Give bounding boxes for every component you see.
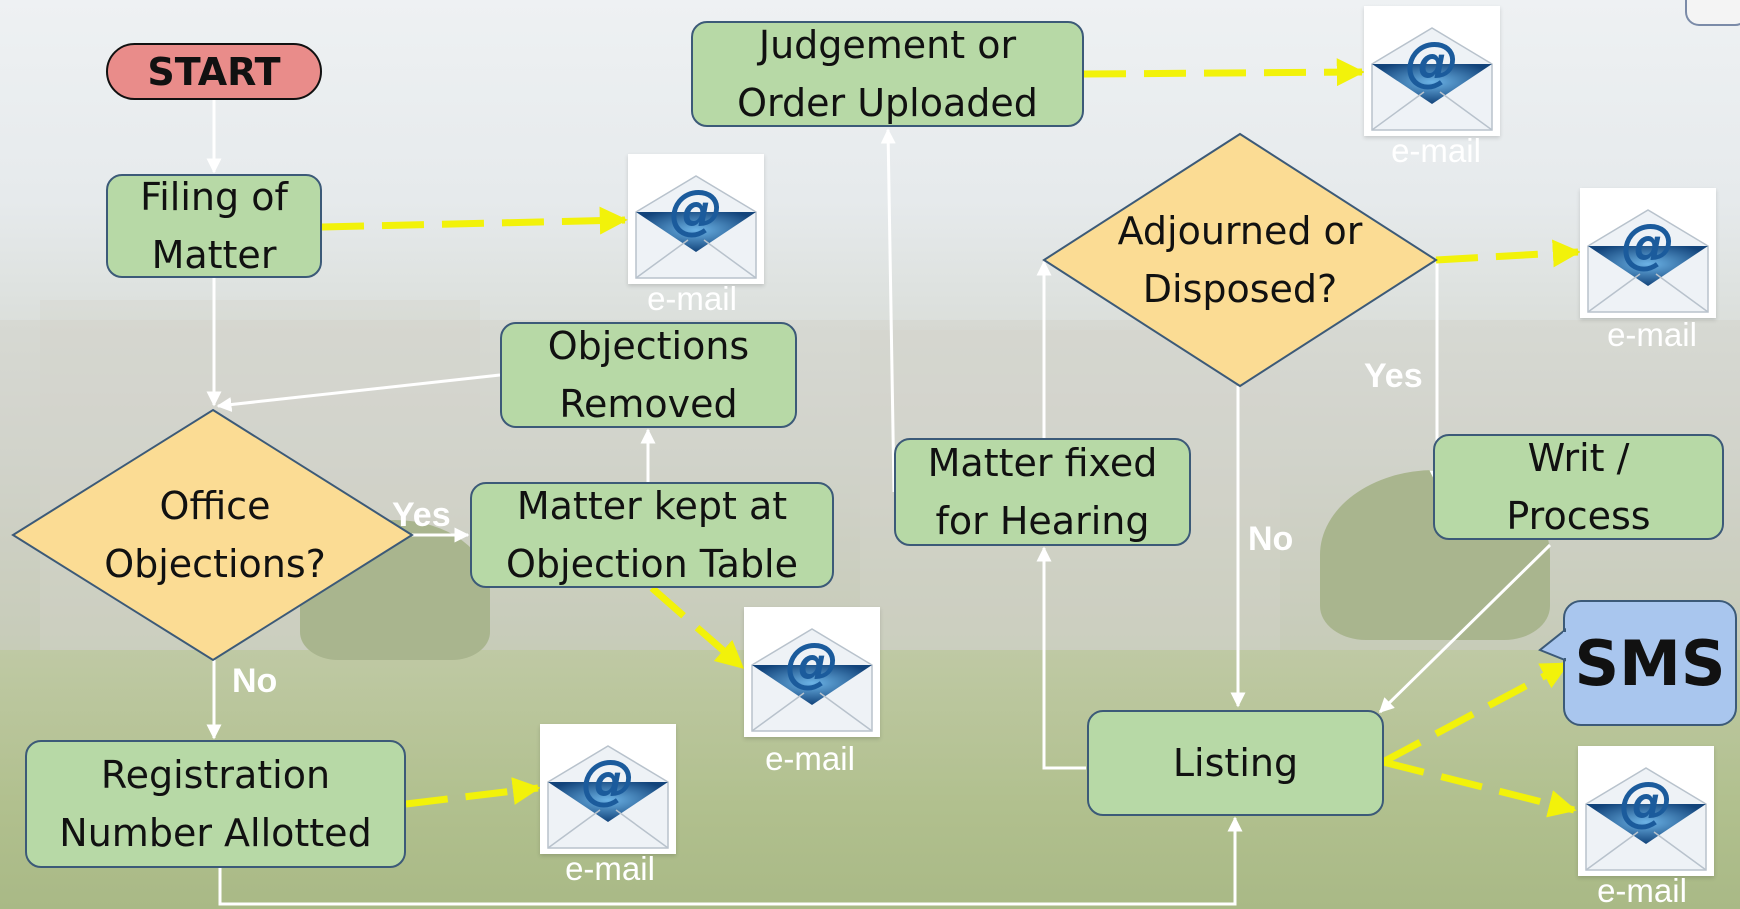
svg-text:@: @ bbox=[669, 178, 723, 241]
arrow-listing-to-hearing bbox=[1036, 546, 1086, 770]
notify-listing-email bbox=[1382, 758, 1577, 818]
email-caption: e-mail bbox=[1607, 316, 1697, 353]
svg-text:@: @ bbox=[1619, 770, 1673, 833]
email-caption: e-mail bbox=[647, 280, 737, 317]
logo bbox=[1685, 0, 1740, 26]
svg-text:@: @ bbox=[1405, 30, 1459, 93]
email-caption: e-mail bbox=[1391, 132, 1481, 169]
notify-listing-sms bbox=[1381, 660, 1570, 766]
email-icon: @ bbox=[1364, 6, 1500, 136]
judgement-uploaded-box: Judgement or Order Uploaded bbox=[691, 21, 1084, 127]
arrow-hearing-to-judgement bbox=[880, 128, 896, 493]
notify-adjourned-email bbox=[1435, 239, 1581, 268]
registration-number-box: Registration Number Allotted bbox=[25, 740, 406, 868]
email-icon: @ bbox=[540, 724, 676, 854]
adjourned-disposed-label: Adjourned or Disposed? bbox=[1117, 209, 1363, 311]
email-icon: @ bbox=[628, 154, 764, 284]
email-icon: @ bbox=[1578, 746, 1714, 876]
filing-of-matter-box: Filing of Matter bbox=[106, 174, 322, 278]
objection-table-box: Matter kept at Objection Table bbox=[470, 482, 834, 588]
sms-bubble: SMS bbox=[1563, 600, 1737, 726]
notify-registration-email bbox=[405, 777, 541, 808]
decision-office-objections-shape bbox=[11, 408, 414, 662]
office-objections-label: Office Objections? bbox=[104, 484, 326, 586]
edge-label-no-adjourned: No bbox=[1248, 520, 1294, 558]
svg-text:@: @ bbox=[581, 748, 635, 811]
edge-label-yes-adjourned: Yes bbox=[1364, 357, 1423, 395]
start-terminal: START bbox=[106, 43, 322, 100]
writ-process-box: Writ / Process bbox=[1433, 434, 1724, 540]
notify-judgement-email bbox=[1083, 58, 1365, 87]
edge-label-yes-objections: Yes bbox=[392, 496, 451, 534]
notify-filing-email bbox=[321, 206, 628, 235]
email-caption: e-mail bbox=[565, 850, 655, 887]
arrow-writ-to-listing bbox=[1378, 543, 1552, 714]
email-caption: e-mail bbox=[765, 740, 855, 777]
listing-box: Listing bbox=[1087, 710, 1384, 816]
decision-adjourned-shape bbox=[1042, 132, 1438, 388]
arrow-registration-to-listing bbox=[218, 816, 1243, 906]
email-caption: e-mail bbox=[1597, 872, 1687, 909]
email-icon: @ bbox=[744, 607, 880, 737]
svg-text:@: @ bbox=[785, 631, 839, 694]
svg-text:@: @ bbox=[1621, 212, 1675, 275]
email-icon: @ bbox=[1580, 188, 1716, 318]
arrow-removed-to-objections bbox=[216, 373, 501, 412]
edge-label-no-objections: No bbox=[232, 662, 278, 700]
notify-table-email bbox=[649, 585, 745, 670]
matter-fixed-hearing-box: Matter fixed for Hearing bbox=[894, 438, 1191, 546]
objections-removed-box: Objections Removed bbox=[500, 322, 797, 428]
